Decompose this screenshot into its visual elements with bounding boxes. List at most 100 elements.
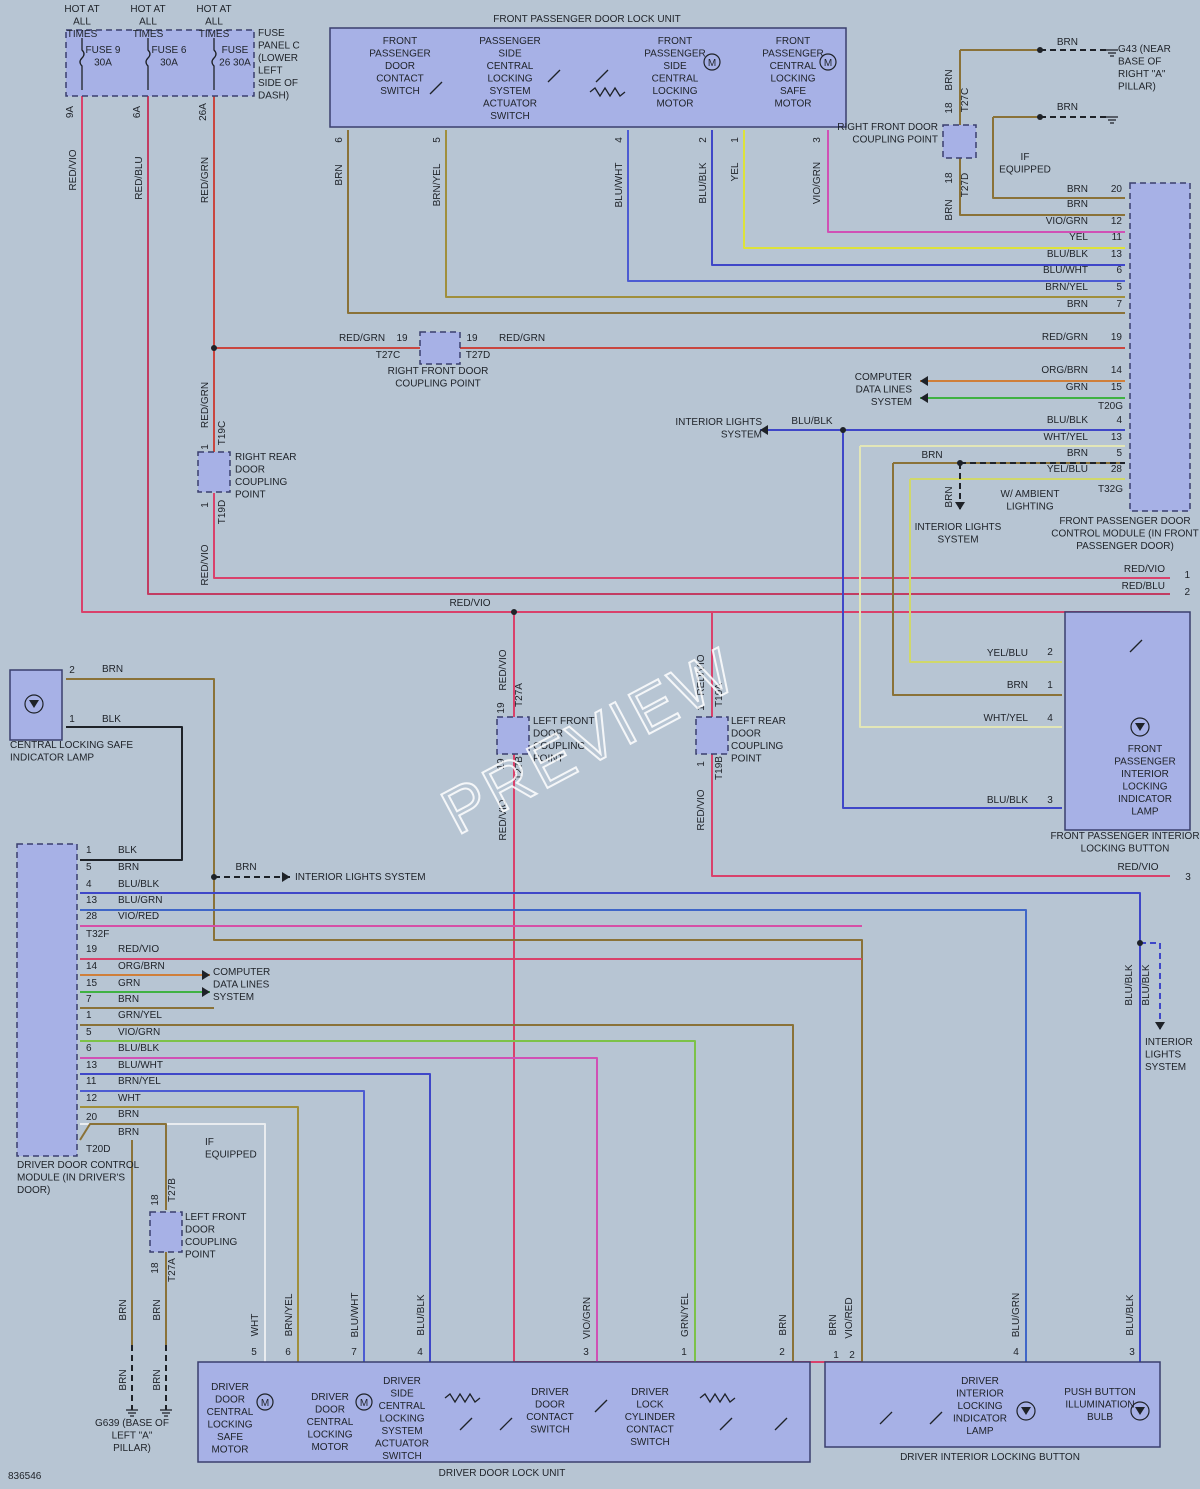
wire-label: WHT	[250, 1314, 261, 1337]
pin-label-right: 13	[1111, 249, 1123, 260]
pin-label-right: 2	[1184, 587, 1190, 598]
pin-label-button: 4	[1047, 713, 1053, 724]
arrow-icon-7	[1155, 1022, 1165, 1030]
pin-label: 4	[614, 137, 625, 143]
pin-label-left: 13	[86, 1060, 98, 1071]
wire-wht-yel-button4	[859, 446, 1062, 728]
front-passenger-door-control-module	[1129, 182, 1191, 512]
wire-label: RED/GRN	[200, 157, 211, 203]
pin-label-left: 7	[86, 994, 92, 1005]
motor-letter: M	[360, 1398, 368, 1409]
pin-label: 19	[466, 333, 478, 344]
wire-label-lamp: BLK	[102, 714, 121, 725]
wire-brn-yel-12	[80, 1106, 299, 1362]
pin-label: T27A	[167, 1258, 178, 1282]
pin-label-right: 5	[1116, 448, 1122, 459]
ground-icon-2	[126, 1409, 138, 1417]
wire-label: RED/VIO	[498, 799, 509, 840]
wire-label-right: VIO/GRN	[1046, 216, 1088, 227]
wire-label-right: BLU/BLK	[1047, 415, 1088, 426]
pin-label: 1	[696, 761, 707, 767]
driver-door-control-module	[16, 843, 78, 1157]
pin-label-left: 1	[86, 1010, 92, 1021]
switch-icon-5	[499, 1417, 513, 1431]
wire-blu-wht-pin4	[627, 130, 1125, 282]
fuse-2	[211, 38, 217, 90]
pin-label-right: 7	[1116, 299, 1122, 310]
label-fig-id: 836546	[8, 1471, 42, 1482]
pin-label-right: 4	[1116, 415, 1122, 426]
switch-icon-0	[429, 81, 443, 95]
pin-label-right: 11	[1112, 232, 1123, 243]
wire-label: VIO/GRN	[582, 1297, 593, 1339]
wire-label-right: GRN	[1066, 382, 1088, 393]
pin-label-button: 3	[1047, 795, 1053, 806]
diode-icon-2	[1021, 1407, 1031, 1415]
wire-red-vio-fuse9	[81, 95, 1170, 613]
wire-label-button: WHT/YEL	[984, 713, 1029, 724]
fuse-0	[79, 38, 85, 90]
wire-brn-yel-pin5	[445, 130, 1125, 298]
wire-label-left: BRN	[118, 862, 139, 873]
ground-icon-0	[1106, 49, 1118, 57]
wire-label-left: BRN/YEL	[118, 1076, 161, 1087]
wire-brn-pin6	[347, 130, 1125, 314]
motor-letter: M	[261, 1398, 269, 1409]
wire-brn-lamp	[66, 678, 863, 1362]
pin-label: 2	[779, 1347, 785, 1358]
wire-label: RED/VIO	[498, 649, 509, 690]
pin-label: 1	[200, 444, 211, 450]
wire-brn-button1	[892, 463, 1062, 696]
pin-label-right: 28	[1111, 464, 1123, 475]
wire-label: BRN	[944, 199, 955, 220]
wire-brn-if-equipped	[992, 117, 1125, 199]
pin-label: 4	[1013, 1347, 1019, 1358]
wire-label-left: VIO/GRN	[118, 1027, 160, 1038]
pin-label-left: 4	[86, 879, 92, 890]
switch-icon-8	[774, 1417, 788, 1431]
diode-icon-0	[29, 700, 39, 708]
arrow-icon-3	[282, 872, 290, 882]
pin-label-left: 20	[86, 1112, 98, 1123]
pin-label-right: 6	[1116, 265, 1122, 276]
splice-dot	[1037, 114, 1043, 120]
pin-label: T27C	[376, 350, 400, 361]
pin-label-left: 13	[86, 895, 98, 906]
wire-label-left: BRN	[118, 994, 139, 1005]
switch-icon-6	[594, 1399, 608, 1413]
arrow-icon-6	[955, 502, 965, 510]
wire-label: BRN	[921, 450, 942, 461]
wire-label: GRN/YEL	[680, 1293, 691, 1337]
wire-label-right: BRN	[1067, 448, 1088, 459]
left-front-coupling-mid	[496, 716, 530, 755]
motor-icon-3	[355, 1393, 373, 1411]
wire-label: RED/VIO	[696, 789, 707, 830]
wire-label-right: RED/BLU	[1122, 581, 1165, 592]
wire-label-right: RED/GRN	[1042, 332, 1088, 343]
wire-label: RED/VIO	[200, 544, 211, 585]
wire-label: BRN	[944, 69, 955, 90]
wire-label: BRN	[944, 486, 955, 507]
pin-label-left: 28	[86, 911, 98, 922]
ground-icon-3	[160, 1409, 172, 1417]
pin-label-lamp: 2	[69, 665, 75, 676]
wire-label: BLU/BLK	[416, 1294, 427, 1335]
pin-label: 19	[396, 333, 408, 344]
wire-label: BLU/BLK	[698, 162, 709, 203]
